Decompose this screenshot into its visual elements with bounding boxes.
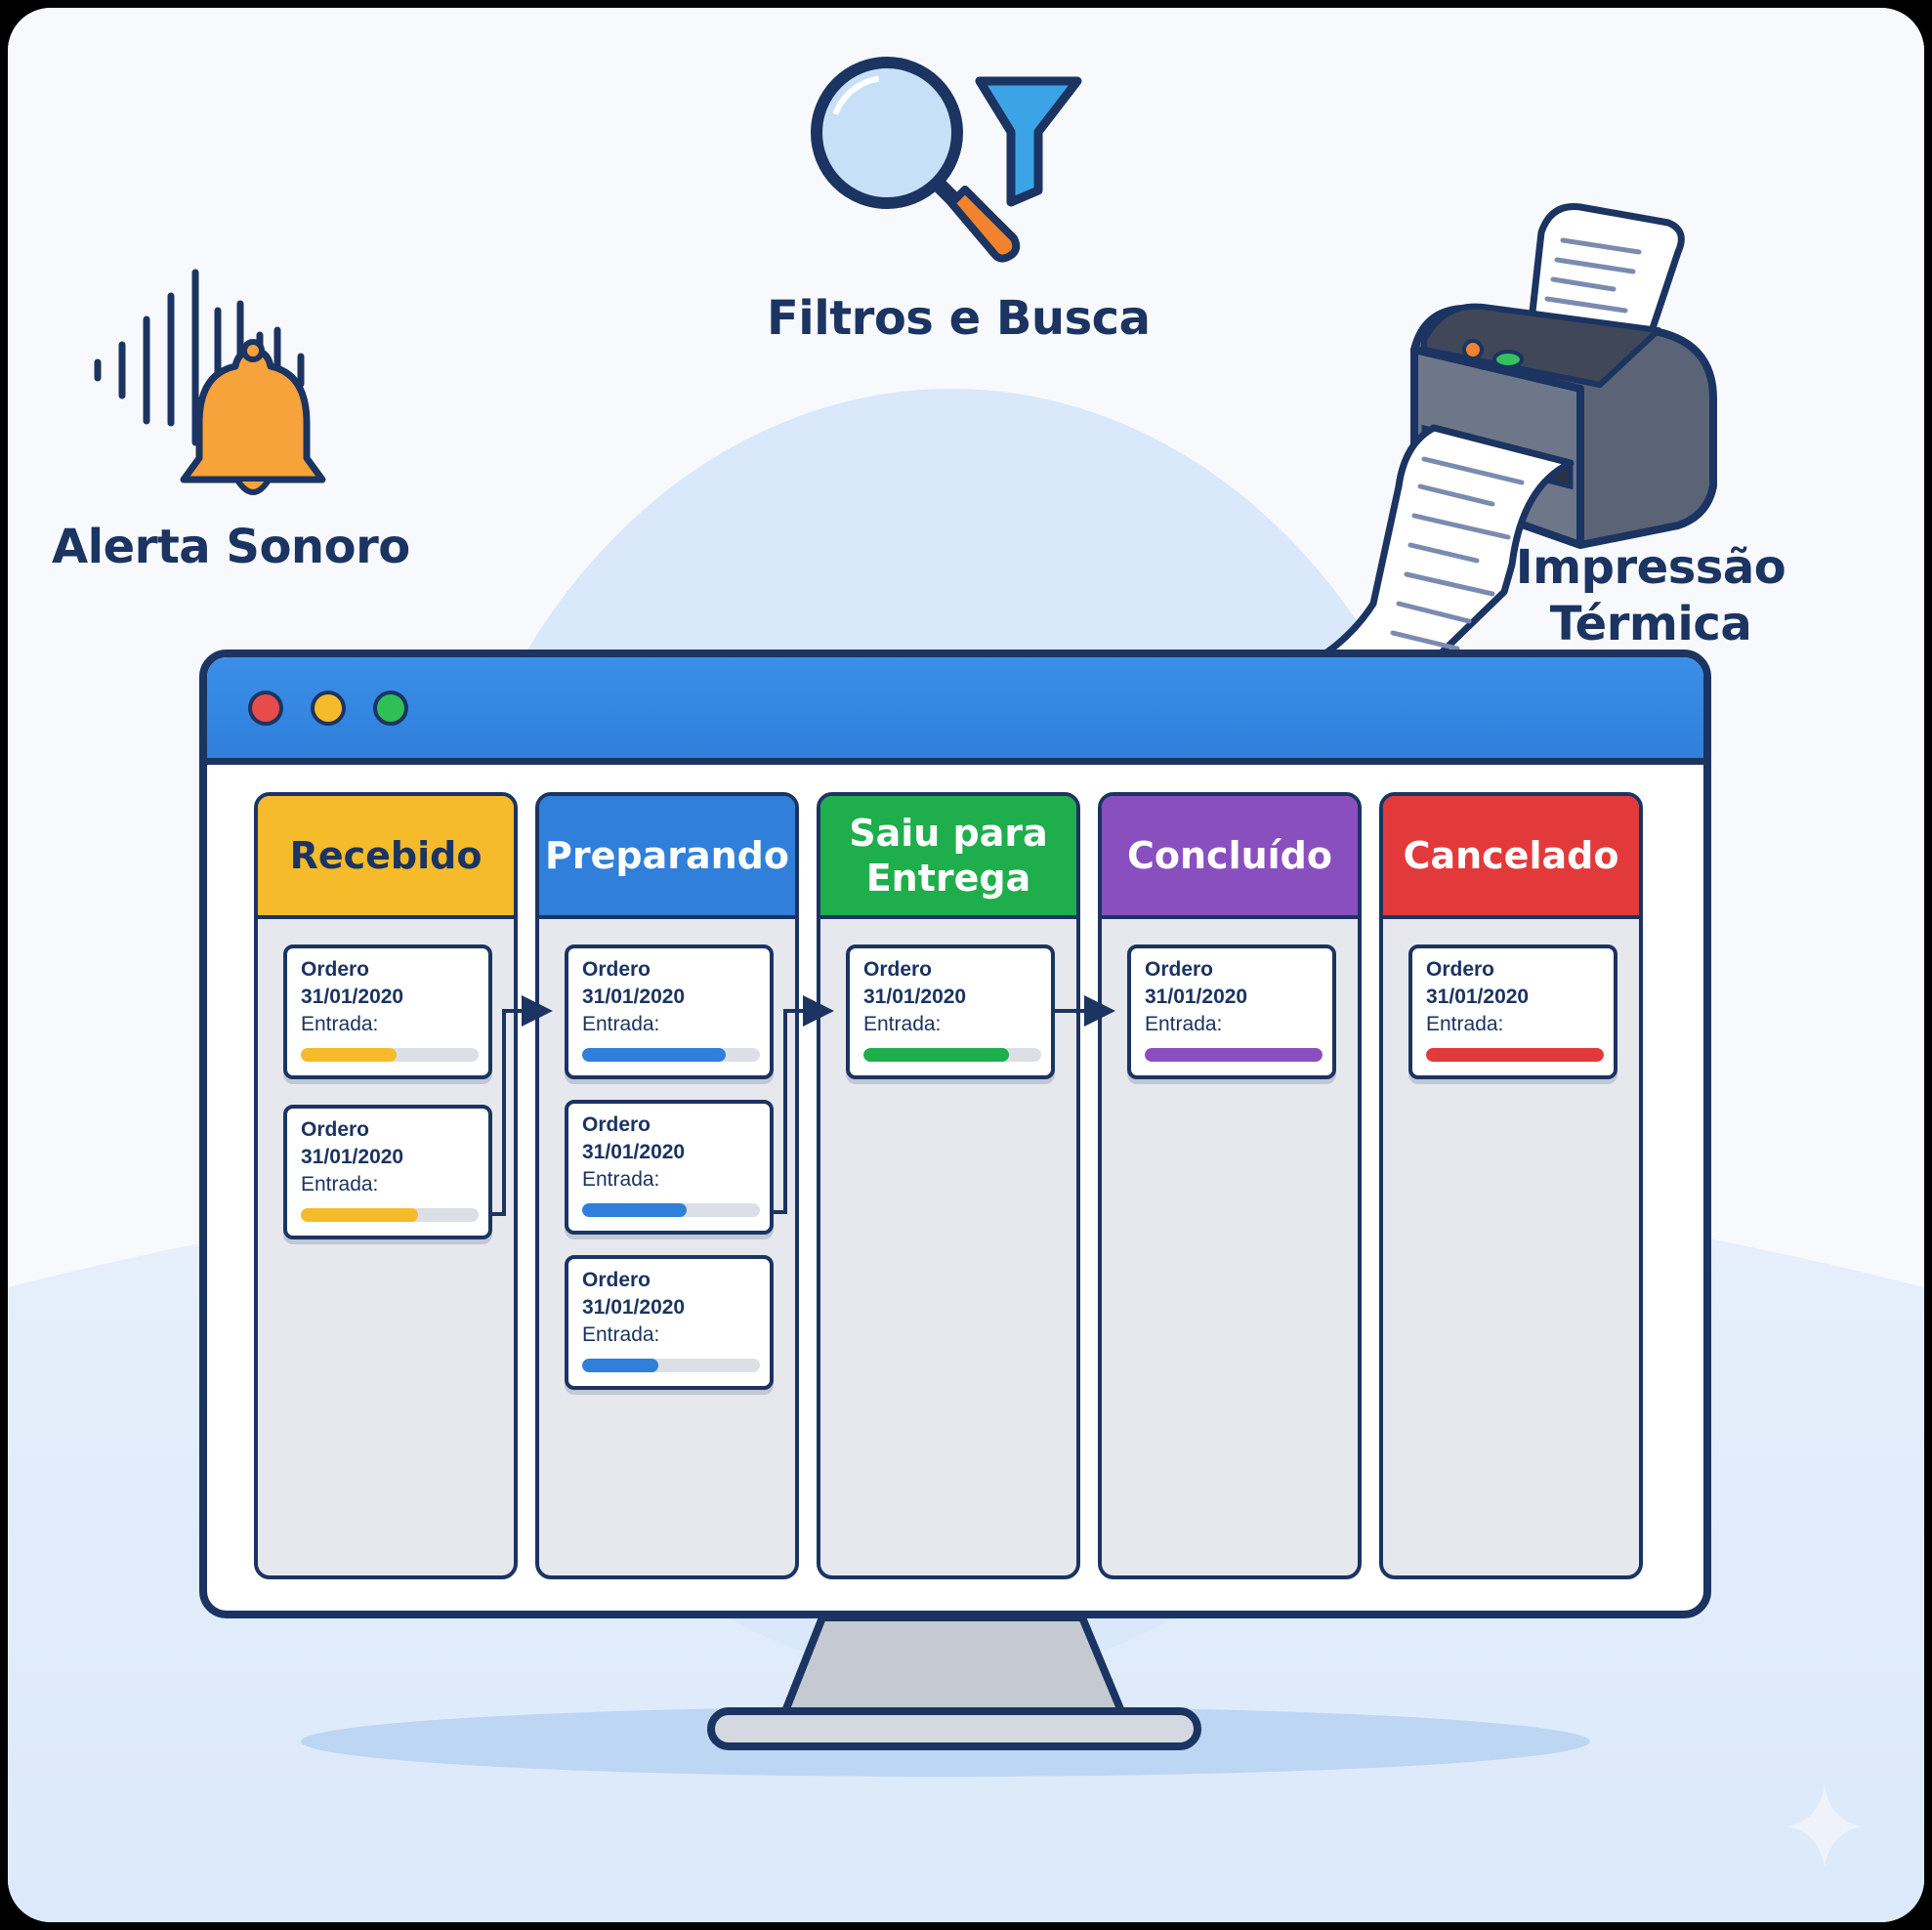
progress-fill	[1145, 1048, 1323, 1062]
order-card[interactable]: Ordero 31/01/2020 Entrada:	[565, 1255, 774, 1390]
progress-bar	[301, 1048, 479, 1062]
monitor-stand	[707, 1614, 1201, 1750]
minimize-window-button[interactable]	[311, 691, 346, 726]
maximize-window-button[interactable]	[373, 691, 408, 726]
infographic-canvas: Alerta Sonoro Filtros e Busca	[8, 8, 1924, 1922]
progress-bar	[1426, 1048, 1604, 1062]
column-cancelado: Cancelado Ordero 31/01/2020 Entrada:	[1379, 792, 1643, 1579]
column-saiu-para-entrega: Saiu para Entrega Ordero 31/01/2020 Entr…	[817, 792, 1080, 1579]
order-card[interactable]: Ordero 31/01/2020 Entrada:	[1408, 944, 1617, 1079]
column-header[interactable]: Cancelado	[1383, 796, 1639, 919]
filter-icon	[975, 76, 1082, 207]
search-label: Filtros e Busca	[767, 291, 1151, 346]
card-title: Ordero	[301, 1118, 370, 1141]
card-date: 31/01/2020	[863, 986, 967, 1008]
card-title: Ordero	[582, 958, 651, 981]
column-concluido: Concluído Ordero 31/01/2020 Entrada:	[1098, 792, 1362, 1579]
card-entry-label: Entrada:	[1145, 1013, 1223, 1035]
card-title: Ordero	[582, 1269, 651, 1291]
card-date: 31/01/2020	[301, 1146, 404, 1168]
thermal-printer-icon	[1280, 203, 1717, 725]
column-header[interactable]: Saiu para Entrega	[820, 796, 1076, 919]
card-date: 31/01/2020	[1426, 986, 1530, 1008]
card-date: 31/01/2020	[582, 1141, 686, 1163]
card-title: Ordero	[301, 958, 370, 981]
order-card[interactable]: Ordero 31/01/2020 Entrada:	[846, 944, 1055, 1079]
column-header[interactable]: Concluído	[1102, 796, 1358, 919]
card-entry-label: Entrada:	[582, 1013, 660, 1035]
order-card[interactable]: Ordero 31/01/2020 Entrada:	[565, 944, 774, 1079]
progress-fill	[301, 1048, 398, 1062]
column-recebido: Recebido Ordero 31/01/2020 Entrada: Orde…	[254, 792, 518, 1579]
window-titlebar	[207, 657, 1703, 765]
monitor-window: Recebido Ordero 31/01/2020 Entrada: Orde…	[199, 650, 1711, 1618]
progress-bar	[582, 1359, 760, 1372]
progress-bar	[582, 1048, 760, 1062]
progress-fill	[582, 1359, 659, 1372]
progress-bar	[863, 1048, 1041, 1062]
close-window-button[interactable]	[248, 691, 283, 726]
order-card[interactable]: Ordero 31/01/2020 Entrada:	[283, 944, 492, 1079]
progress-fill	[582, 1203, 688, 1217]
card-entry-label: Entrada:	[301, 1013, 379, 1035]
flow-arrows	[488, 995, 1115, 1216]
card-title: Ordero	[582, 1113, 651, 1136]
flow-arrow-icon	[488, 995, 1115, 1216]
print-label-line1: Impressão	[1515, 540, 1786, 595]
progress-fill	[582, 1048, 727, 1062]
progress-fill	[1426, 1048, 1604, 1062]
card-date: 31/01/2020	[301, 986, 404, 1008]
column-header[interactable]: Preparando	[539, 796, 795, 919]
progress-fill	[863, 1048, 1010, 1062]
bell-icon	[94, 269, 326, 495]
card-entry-label: Entrada:	[301, 1173, 379, 1196]
print-label-line2: Térmica	[1549, 597, 1752, 651]
card-title: Ordero	[1145, 958, 1214, 981]
card-title: Ordero	[863, 958, 933, 981]
column-header[interactable]: Recebido	[258, 796, 514, 919]
column-title-line2: Entrega	[865, 857, 1031, 900]
card-date: 31/01/2020	[582, 1296, 686, 1319]
progress-bar	[1145, 1048, 1323, 1062]
order-card[interactable]: Ordero 31/01/2020 Entrada:	[565, 1100, 774, 1235]
card-date: 31/01/2020	[1145, 986, 1248, 1008]
card-entry-label: Entrada:	[1426, 1013, 1504, 1035]
card-entry-label: Entrada:	[582, 1168, 660, 1191]
progress-bar	[301, 1208, 479, 1222]
card-title: Ordero	[1426, 958, 1495, 981]
card-date: 31/01/2020	[582, 986, 686, 1008]
alert-label: Alerta Sonoro	[52, 520, 410, 574]
card-entry-label: Entrada:	[582, 1323, 660, 1346]
progress-bar	[582, 1203, 760, 1217]
column-title-line1: Saiu para	[849, 812, 1048, 855]
order-card[interactable]: Ordero 31/01/2020 Entrada:	[283, 1105, 492, 1239]
card-entry-label: Entrada:	[863, 1013, 942, 1035]
column-preparando: Preparando Ordero 31/01/2020 Entrada: Or…	[535, 792, 799, 1579]
magnifier-icon	[811, 57, 1021, 263]
progress-fill	[301, 1208, 419, 1222]
order-card[interactable]: Ordero 31/01/2020 Entrada:	[1127, 944, 1336, 1079]
